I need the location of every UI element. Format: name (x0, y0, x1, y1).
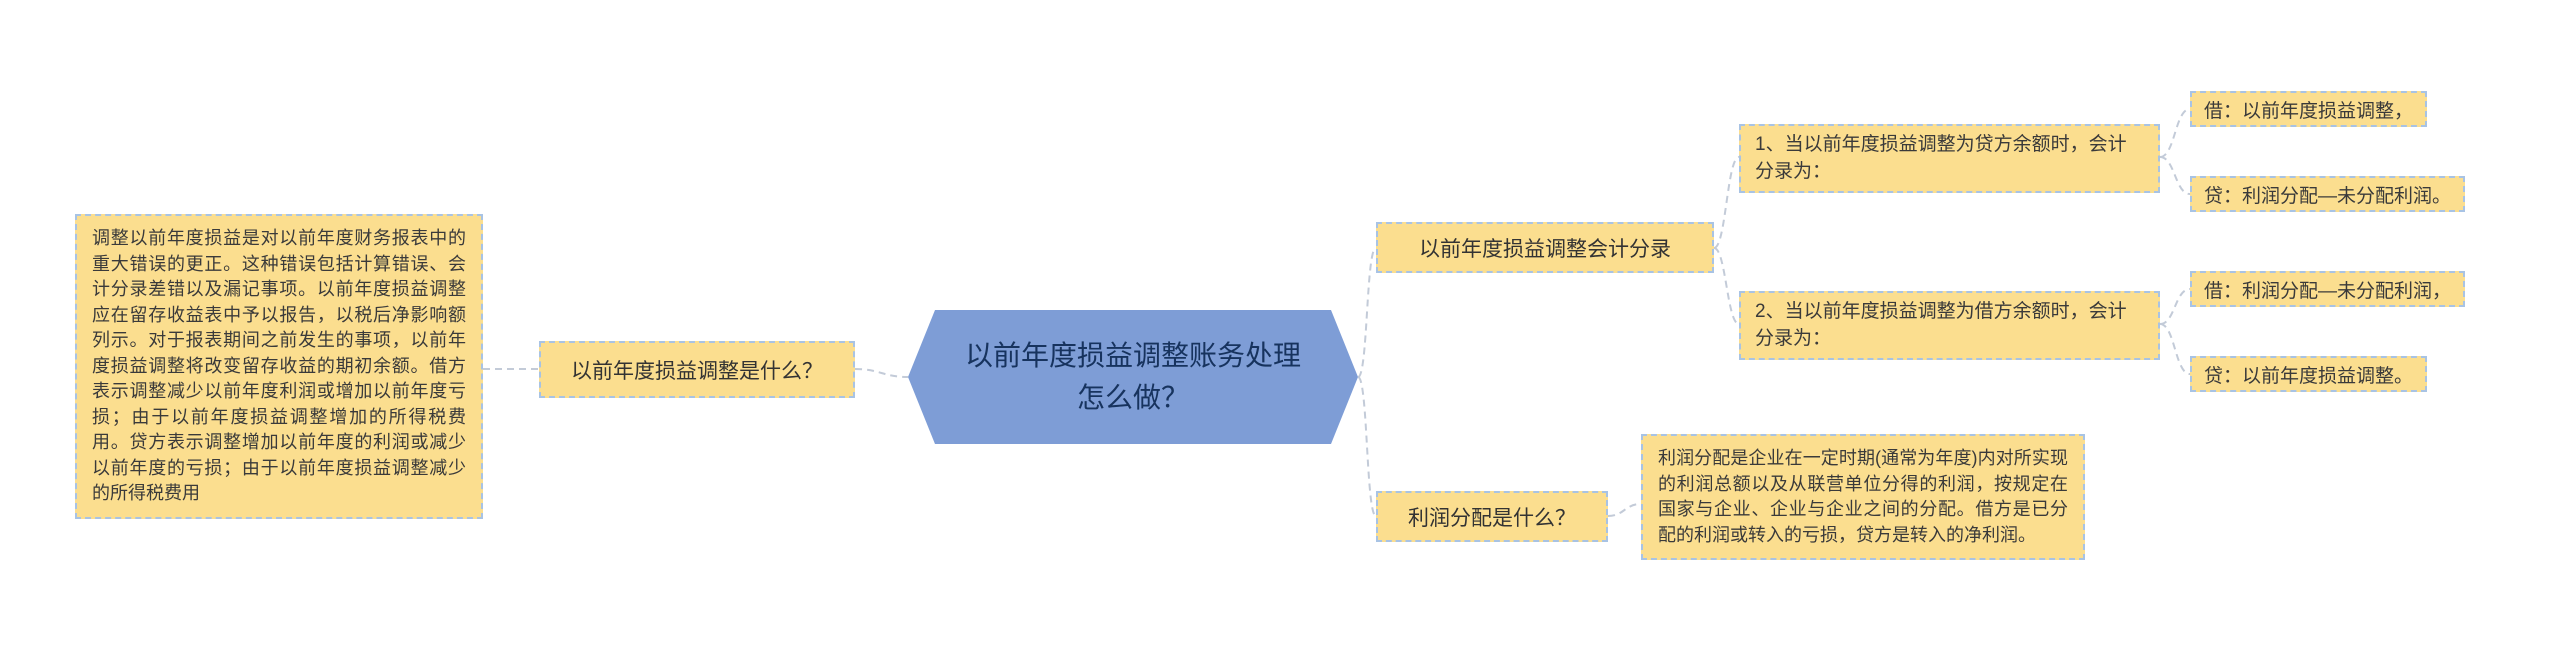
connector-center-to-profit-node (1357, 376, 1377, 517)
connector-case1-to-entry1 (2159, 108, 2191, 158)
case1-box[interactable]: 1、当以前年度损益调整为贷方余额时，会计分录为： (1739, 124, 2160, 194)
connector-accounting-to-case1 (1713, 156, 1740, 249)
connector-case2-to-entry1 (2159, 288, 2191, 325)
connector-center-to-accounting-node (1357, 247, 1377, 378)
connector-case2-to-entry2 (2159, 323, 2191, 375)
profit-distribution-detail-box[interactable]: 利润分配是企业在一定时期(通常为年度)内对所实现的利润总额以及从联营单位分得的利… (1641, 434, 2085, 561)
connector-left-node-to-center (854, 368, 909, 378)
case1-credit-entry[interactable]: 贷：利润分配—未分配利润。 (2190, 176, 2466, 212)
root-node[interactable]: 以前年度损益调整账务处理怎么做？ (908, 310, 1358, 444)
connector-profit-node-to-detail (1607, 503, 1642, 517)
case2-debit-entry[interactable]: 借：利润分配—未分配利润， (2190, 271, 2466, 307)
case2-box[interactable]: 2、当以前年度损益调整为借方余额时，会计分录为： (1739, 291, 2160, 361)
connector-accounting-to-case2 (1713, 247, 1740, 325)
node-what-is-adjustment[interactable]: 以前年度损益调整是什么？ (539, 341, 855, 398)
node-profit-distribution[interactable]: 利润分配是什么？ (1376, 491, 1608, 542)
adjustment-detail-box[interactable]: 调整以前年度损益是对以前年度财务报表中的重大错误的更正。这种错误包括计算错误、会… (75, 214, 483, 520)
case2-credit-entry[interactable]: 贷：以前年度损益调整。 (2190, 356, 2428, 392)
node-accounting-entries[interactable]: 以前年度损益调整会计分录 (1376, 222, 1714, 273)
connector-case1-to-entry2 (2159, 156, 2191, 195)
case1-debit-entry[interactable]: 借：以前年度损益调整， (2190, 91, 2428, 127)
